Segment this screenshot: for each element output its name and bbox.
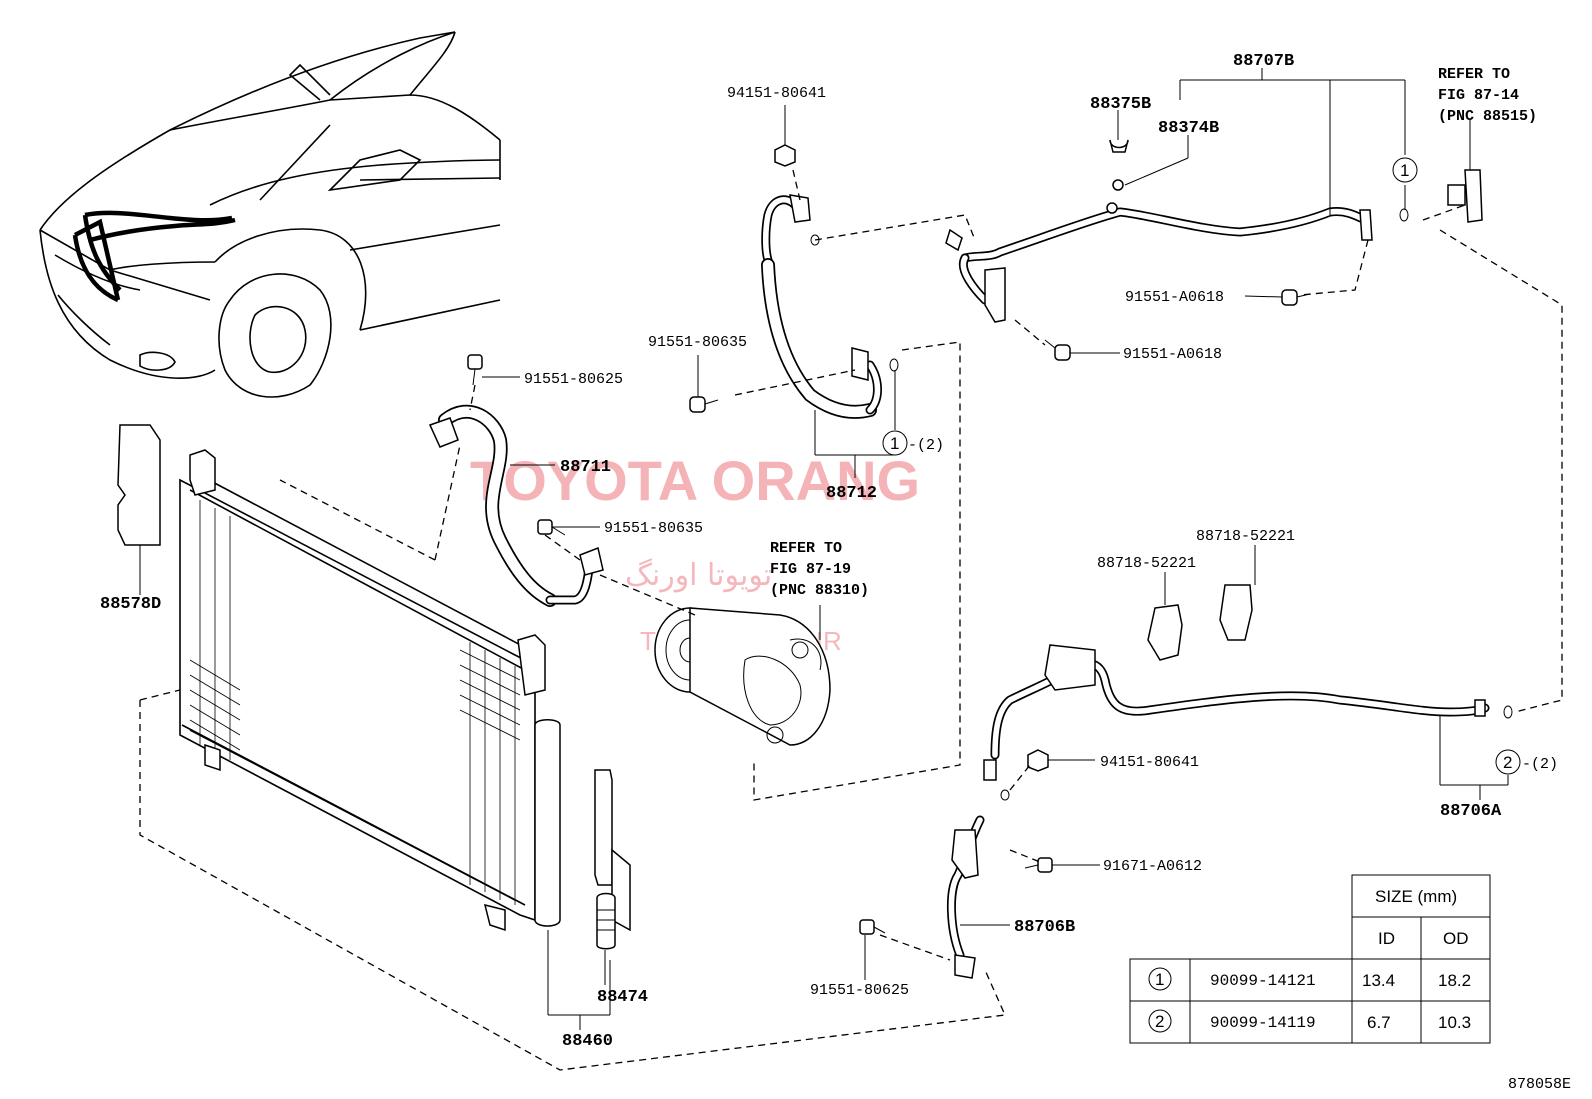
label-88707B: 88707B — [1233, 52, 1294, 71]
label-91551-A0618-b: 91551-A0618 — [1123, 346, 1222, 363]
label-88474: 88474 — [597, 988, 648, 1007]
label-94151-80641-low: 94151-80641 — [1100, 754, 1199, 771]
size-table: SIZE (mm) ID OD 1 90099-14121 13.4 18.2 … — [1129, 874, 1491, 1044]
reference-notes: REFER TO FIG 87-14 (PNC 88515) REFER TO … — [770, 66, 1537, 599]
ref-right-line-1: REFER TO — [1438, 66, 1510, 83]
ref-right-line-3: (PNC 88515) — [1438, 108, 1537, 125]
callout-1-top: 1 — [1400, 161, 1409, 180]
ref-comp-line-2: FIG 87-19 — [770, 561, 851, 578]
label-88375B: 88375B — [1090, 95, 1151, 114]
label-91551-A0618-a: 91551-A0618 — [1125, 289, 1224, 306]
label-88460: 88460 — [562, 1032, 613, 1051]
label-91551-80625-low: 91551-80625 — [810, 982, 909, 999]
size-table-row-2-key: 2 — [1155, 1012, 1164, 1031]
size-table-col-od: OD — [1443, 929, 1469, 948]
size-table-row-1-part: 90099-14121 — [1210, 972, 1316, 990]
size-table-col-id: ID — [1378, 929, 1395, 948]
bolt-icon — [1281, 289, 1311, 306]
callout-2: 2 — [1503, 753, 1512, 772]
ref-comp-line-3: (PNC 88310) — [770, 582, 869, 599]
ref-right-line-2: FIG 87-14 — [1438, 87, 1519, 104]
label-88706B: 88706B — [1014, 918, 1075, 937]
label-88706A: 88706A — [1440, 802, 1502, 821]
watermark: TOYOTA ORANG تویوتا اورنگ TOYOTAPART.IR — [470, 449, 920, 656]
callout-1-qty: -(2) — [908, 437, 944, 454]
size-table-row-2-od: 10.3 — [1438, 1013, 1471, 1032]
label-91551-80635-b: 91551-80635 — [604, 520, 703, 537]
label-88712: 88712 — [826, 484, 877, 503]
callouts: 1 1 -(2) 2 -(2) — [882, 157, 1558, 775]
size-table-row-1-key: 1 — [1155, 970, 1164, 989]
size-table-row-1-od: 18.2 — [1438, 971, 1471, 990]
watermark-persian: تویوتا اورنگ — [625, 558, 772, 593]
dashed-guides — [139, 169, 1563, 1071]
label-94151-80641-top: 94151-80641 — [727, 85, 826, 102]
car-illustration — [39, 31, 501, 398]
compressor — [654, 607, 831, 746]
label-91551-80635-a: 91551-80635 — [648, 334, 747, 351]
callout-2-qty: -(2) — [1522, 756, 1558, 773]
label-88374B: 88374B — [1158, 119, 1219, 138]
figure-code: 878058E — [1508, 1076, 1571, 1093]
callout-1-mid: 1 — [890, 434, 899, 453]
label-88718-52221-a: 88718-52221 — [1097, 555, 1196, 572]
condenser-assembly — [117, 424, 631, 950]
label-91671-A0612: 91671-A0612 — [1103, 858, 1202, 875]
size-table-row-2-id: 6.7 — [1367, 1013, 1391, 1032]
size-table-row-1-id: 13.4 — [1362, 971, 1395, 990]
ref-comp-line-1: REFER TO — [770, 540, 842, 557]
watermark-brand: TOYOTA ORANG — [470, 449, 920, 512]
size-table-row-2-part: 90099-14119 — [1210, 1014, 1316, 1032]
label-88718-52221-b: 88718-52221 — [1196, 528, 1295, 545]
nut-icon — [774, 144, 796, 167]
piping — [428, 169, 1490, 979]
leader-lines — [139, 68, 1509, 1030]
label-88711: 88711 — [560, 458, 611, 477]
label-91551-80625-top: 91551-80625 — [524, 371, 623, 388]
size-table-header: SIZE (mm) — [1375, 887, 1457, 906]
label-88578D: 88578D — [100, 595, 161, 614]
part-labels: 88707B 88375B 88374B 94151-80641 91551-A… — [100, 52, 1571, 1093]
